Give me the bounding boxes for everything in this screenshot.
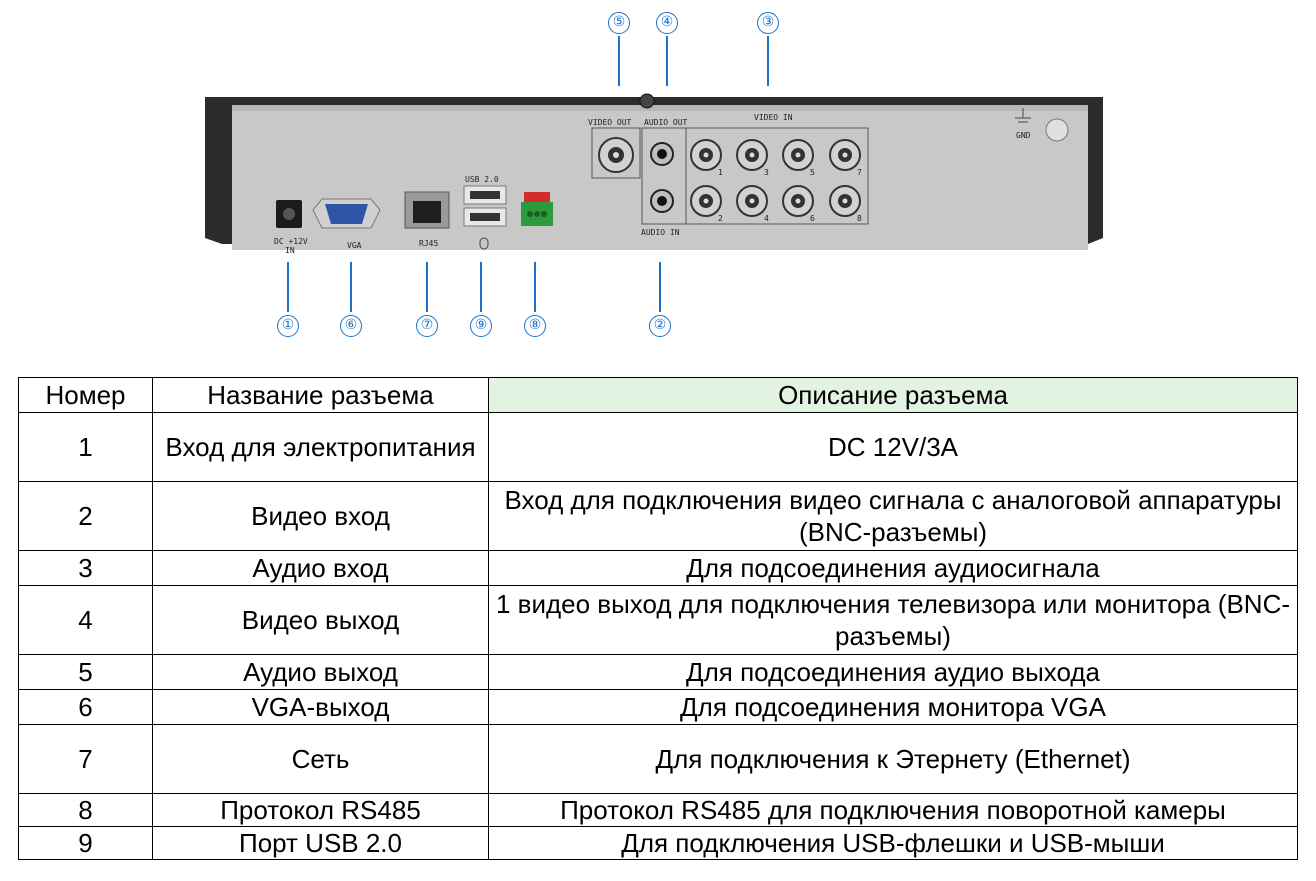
bnc-number-label: 4 xyxy=(764,214,769,223)
back-panel xyxy=(232,105,1088,250)
row-description: Для подсоединения аудио выхода xyxy=(488,654,1298,690)
svg-text:VIDEO IN: VIDEO IN xyxy=(754,113,793,122)
bnc-number-label: 3 xyxy=(764,168,769,177)
svg-text:IN: IN xyxy=(285,246,295,255)
callout-8: ⑧ xyxy=(524,315,546,337)
row-name: Порт USB 2.0 xyxy=(152,826,489,860)
row-number: 2 xyxy=(18,481,153,551)
row-description: Протокол RS485 для подключения поворотно… xyxy=(488,793,1298,827)
row-number: 1 xyxy=(18,412,153,482)
row-description: Для подсоединения аудиосигнала xyxy=(488,550,1298,586)
dvr-rear-panel: DC +12V IN VGA RJ45 USB 2.0 VIDEO OUT AU… xyxy=(205,36,1103,312)
callout-1: ① xyxy=(277,315,299,337)
bnc-number-label: 5 xyxy=(810,168,815,177)
table-row: 1 Вход для электропитания DC 12V/3A xyxy=(18,412,1298,482)
row-description: Для подключения к Этернету (Ethernet) xyxy=(488,724,1298,794)
table-row: 5 Аудио выход Для подсоединения аудио вы… xyxy=(18,654,1298,690)
video-in-bnc-group: 1 3 5 7 2 4 6 8 xyxy=(690,139,862,223)
row-name: Сеть xyxy=(152,724,489,794)
row-name: Вход для электропитания xyxy=(152,412,489,482)
row-name: Протокол RS485 xyxy=(152,793,489,827)
callout-6: ⑥ xyxy=(340,315,362,337)
row-description: Для подключения USB-флешки и USB-мыши xyxy=(488,826,1298,860)
row-number: 9 xyxy=(18,826,153,860)
callout-5: ⑤ xyxy=(608,12,630,34)
table-row: 8 Протокол RS485 Протокол RS485 для подк… xyxy=(18,793,1298,827)
table-row: 4 Видео выход 1 видео выход для подключе… xyxy=(18,585,1298,655)
rear-panel-diagram: DC +12V IN VGA RJ45 USB 2.0 VIDEO OUT AU… xyxy=(0,0,1316,350)
gnd-terminal xyxy=(1045,118,1069,142)
svg-text:AUDIO OUT: AUDIO OUT xyxy=(644,118,688,127)
rs485-terminal xyxy=(524,192,550,202)
connector-spec-table: Номер Название разъема Описание разъема … xyxy=(18,377,1298,860)
row-description: DC 12V/3A xyxy=(488,412,1298,482)
screw-icon xyxy=(639,93,655,109)
vga-port xyxy=(325,204,368,224)
row-number: 3 xyxy=(18,550,153,586)
row-number: 7 xyxy=(18,724,153,794)
header-number: Номер xyxy=(18,377,153,413)
callout-2: ② xyxy=(649,315,671,337)
row-number: 8 xyxy=(18,793,153,827)
row-number: 5 xyxy=(18,654,153,690)
svg-text:DC +12V: DC +12V xyxy=(274,237,308,246)
bnc-number-label: 1 xyxy=(718,168,723,177)
bnc-number-label: 2 xyxy=(718,214,723,223)
callout-4: ④ xyxy=(656,12,678,34)
svg-text:RJ45: RJ45 xyxy=(419,239,438,248)
table-row: 7 Сеть Для подключения к Этернету (Ether… xyxy=(18,724,1298,794)
row-name: VGA-выход xyxy=(152,689,489,725)
row-name: Аудио вход xyxy=(152,550,489,586)
table-row: 9 Порт USB 2.0 Для подключения USB-флешк… xyxy=(18,826,1298,860)
callout-3: ③ xyxy=(757,12,779,34)
row-name: Видео выход xyxy=(152,585,489,655)
svg-text:VIDEO OUT: VIDEO OUT xyxy=(588,118,632,127)
table-row: 2 Видео вход Вход для подключения видео … xyxy=(18,481,1298,551)
header-description: Описание разъема xyxy=(488,377,1298,413)
row-description: 1 видео выход для подключения телевизора… xyxy=(488,585,1298,655)
header-name: Название разъема xyxy=(152,377,489,413)
table-row: 6 VGA-выход Для подсоединения монитора V… xyxy=(18,689,1298,725)
row-number: 4 xyxy=(18,585,153,655)
bnc-number-label: 8 xyxy=(857,214,862,223)
bnc-number-label: 7 xyxy=(857,168,862,177)
svg-text:USB 2.0: USB 2.0 xyxy=(465,175,499,184)
table-row: 3 Аудио вход Для подсоединения аудиосигн… xyxy=(18,550,1298,586)
callout-9: ⑨ xyxy=(470,315,492,337)
svg-text:VGA: VGA xyxy=(347,241,362,250)
svg-text:AUDIO IN: AUDIO IN xyxy=(641,228,680,237)
row-number: 6 xyxy=(18,689,153,725)
row-name: Видео вход xyxy=(152,481,489,551)
row-description: Вход для подключения видео сигнала с ана… xyxy=(488,481,1298,551)
row-name: Аудио выход xyxy=(152,654,489,690)
svg-text:GND: GND xyxy=(1016,131,1031,140)
bnc-number-label: 6 xyxy=(810,214,815,223)
row-description: Для подсоединения монитора VGA xyxy=(488,689,1298,725)
callout-7: ⑦ xyxy=(416,315,438,337)
table-header-row: Номер Название разъема Описание разъема xyxy=(18,377,1298,413)
